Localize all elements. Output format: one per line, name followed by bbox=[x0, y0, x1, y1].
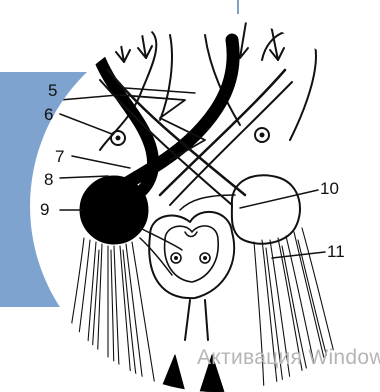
label-7: 7 bbox=[55, 148, 64, 165]
activation-watermark: Активация Windows bbox=[197, 346, 380, 370]
label-8: 8 bbox=[44, 171, 53, 188]
left-black-nucleus bbox=[80, 176, 148, 244]
label-11: 11 bbox=[327, 243, 345, 260]
label-10: 10 bbox=[320, 180, 339, 197]
label-6: 6 bbox=[44, 106, 53, 123]
label-9: 9 bbox=[40, 201, 49, 218]
label-5: 5 bbox=[48, 82, 57, 99]
